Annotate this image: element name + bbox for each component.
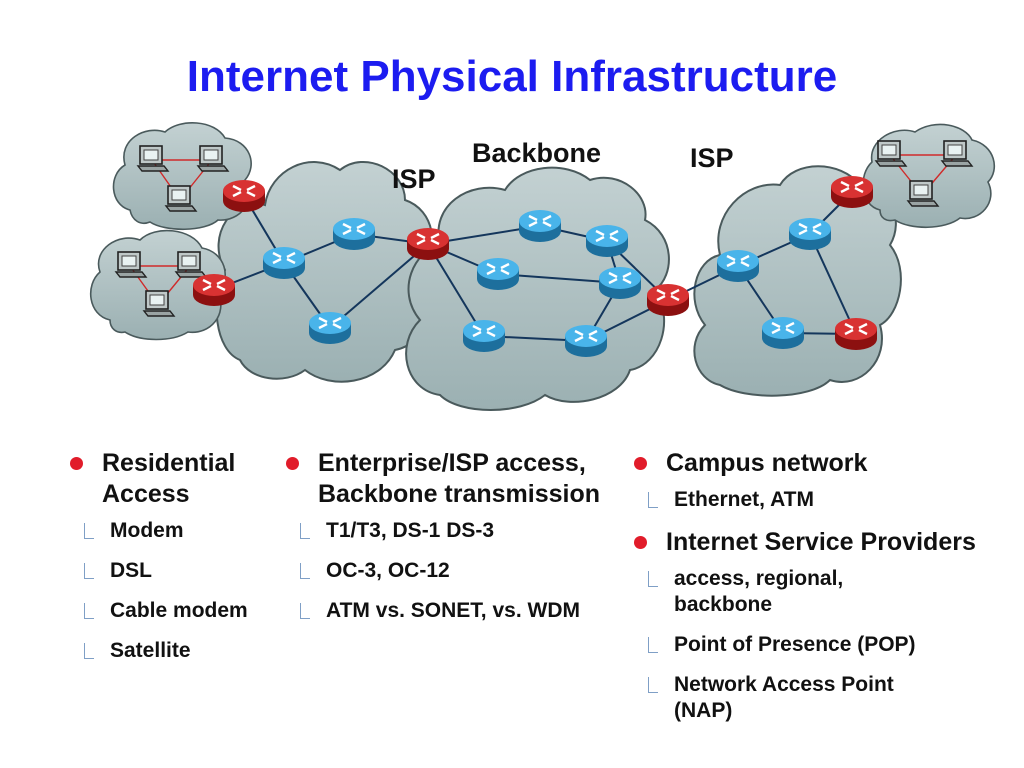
list-item: ATM vs. SONET, vs. WDM bbox=[300, 598, 600, 624]
column-residential: Residential Access Modem DSL Cable modem… bbox=[64, 448, 248, 678]
sub-bullet-icon bbox=[648, 571, 658, 587]
cloud-residential-top bbox=[112, 122, 252, 231]
bullet-dot-icon bbox=[286, 457, 299, 470]
sub-bullet-icon bbox=[84, 603, 94, 619]
sub-bullet-icon bbox=[300, 563, 310, 579]
sub-bullet-icon bbox=[648, 492, 658, 508]
bullet-campus-network: Campus network bbox=[628, 448, 976, 479]
bullet-enterprise-access: Enterprise/ISP access, Backbone transmis… bbox=[280, 448, 600, 510]
list-item: Network Access Point(NAP) bbox=[648, 672, 976, 724]
cloud-isp-left bbox=[215, 160, 433, 383]
sub-bullet-icon bbox=[648, 637, 658, 653]
list-item: access, regional,backbone bbox=[648, 566, 976, 618]
bullet-dot-icon bbox=[634, 457, 647, 470]
list-item: Point of Presence (POP) bbox=[648, 632, 976, 658]
bullet-dot-icon bbox=[70, 457, 83, 470]
list-item: OC-3, OC-12 bbox=[300, 558, 600, 584]
sub-bullet-icon bbox=[84, 523, 94, 539]
sub-bullet-icon bbox=[84, 563, 94, 579]
sub-bullet-icon bbox=[84, 643, 94, 659]
label-backbone: Backbone bbox=[472, 138, 601, 168]
cloud-campus bbox=[862, 123, 996, 229]
list-item: DSL bbox=[84, 558, 248, 584]
network-diagram: ISP Backbone ISP bbox=[89, 122, 996, 411]
list-item: Cable modem bbox=[84, 598, 248, 624]
label-isp-left: ISP bbox=[392, 164, 436, 194]
list-item: Satellite bbox=[84, 638, 248, 664]
page-title: Internet Physical Infrastructure bbox=[186, 52, 838, 101]
bullet-residential-access: Residential Access bbox=[64, 448, 248, 510]
bullet-dot-icon bbox=[634, 536, 647, 549]
label-isp-right: ISP bbox=[690, 143, 734, 173]
list-item: Ethernet, ATM bbox=[648, 487, 976, 513]
sub-bullet-icon bbox=[300, 523, 310, 539]
list-item: Modem bbox=[84, 518, 248, 544]
bullet-isp: Internet Service Providers bbox=[628, 527, 976, 558]
list-item: T1/T3, DS-1 DS-3 bbox=[300, 518, 600, 544]
column-enterprise: Enterprise/ISP access, Backbone transmis… bbox=[280, 448, 600, 638]
sub-bullet-icon bbox=[300, 603, 310, 619]
sub-bullet-icon bbox=[648, 677, 658, 693]
column-campus: Campus network Ethernet, ATM Internet Se… bbox=[628, 448, 976, 738]
